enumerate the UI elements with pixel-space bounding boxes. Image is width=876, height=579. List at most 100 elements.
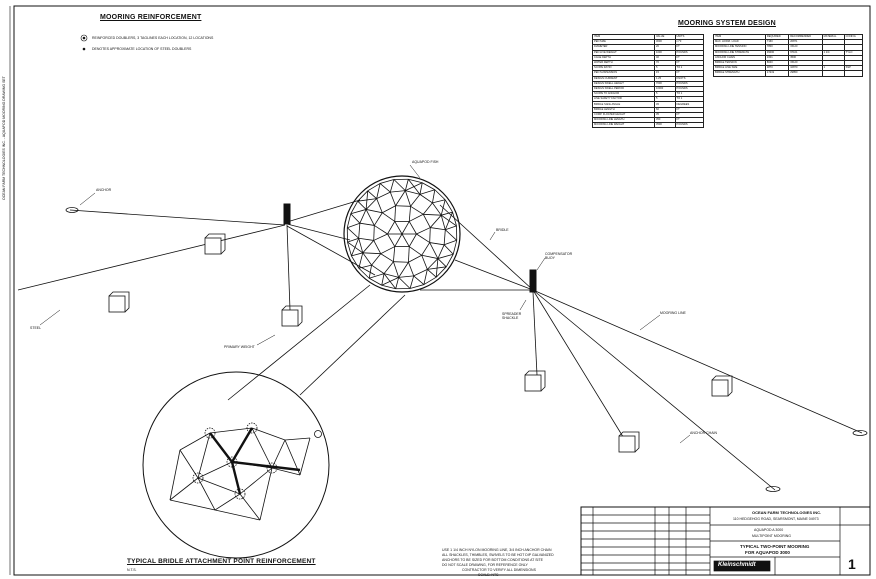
sphere-strut [368,265,372,279]
sphere-strut [389,179,395,193]
mooring-system-design-heading: MOORING SYSTEM DESIGN [678,20,776,27]
table-cell: 17219 [764,70,790,77]
sphere-strut [347,241,352,257]
table-cell [821,70,845,77]
table-cell: BRIDLE STRENGTH [713,70,766,77]
sphere-strut [379,183,391,193]
weight-block [281,305,303,327]
sphere-strut [358,252,364,269]
weight-block [204,233,226,255]
weight-block [524,370,546,392]
detail-strut [209,427,253,434]
sphere-strut [429,214,442,228]
detail-strut [299,437,311,476]
sphere-strut [359,209,367,224]
weight-block [618,431,640,453]
sphere-strut [394,205,396,222]
sphere-strut [358,264,372,269]
sphere-strut [401,233,410,247]
sphere-strut [404,179,409,191]
sphere-strut [358,238,364,253]
sphere-strut [398,277,411,289]
sphere-strut [423,213,442,216]
title-block-company: OCEAN FARM TECHNOLOGIES INC. [752,510,822,515]
legend-ref-marker [314,430,322,438]
sphere-strut [409,213,424,222]
doubler-marker [192,472,204,484]
sphere-strut [395,190,406,206]
title-block-brand: Kleinschmidt [718,562,756,568]
sphere-strut [383,273,397,289]
sphere-strut [444,211,453,230]
table-cell: 3500 [654,122,676,129]
weight-block [108,291,130,313]
sphere-strut [369,273,385,279]
sphere-strut [401,221,410,235]
note-line: DO NOT SCALE DRAWING, FOR REFERENCE ONLY [442,563,528,567]
sphere-strut [374,225,388,235]
sphere-strut [429,242,439,259]
sphere-strut [441,211,453,216]
callout-anchor-chain: ANCHOR CHAIN [690,431,718,435]
sphere-strut [432,202,442,216]
callout-bridle: BRIDLE [496,228,509,232]
sheet-border [13,5,871,576]
sphere-strut [351,238,360,257]
reinforcement-lines [209,427,301,495]
sphere-strut [421,255,428,270]
detail-heading: TYPICAL BRIDLE ATTACHMENT POINT REINFORC… [127,558,316,565]
sphere-strut [376,183,381,199]
doubler-marker [204,427,216,439]
legend-item-steel: DENOTES APPROXIMATE LOCATION OF STEEL DO… [92,47,192,51]
sphere-strut [410,194,421,207]
sphere-strut [416,227,431,235]
sphere-strut [429,242,445,246]
sphere-strut [365,198,377,210]
buoys [283,203,537,293]
sphere-strut [408,246,410,263]
sphere-strut [366,209,383,214]
table-cell: POUNDS [674,122,705,129]
sheet-number: 1 [848,556,856,572]
anchors [65,207,868,492]
sphere-strut [437,244,445,259]
sphere-strut [419,189,435,195]
detail-strut [197,477,241,495]
doubler-marker [234,488,246,500]
sphere-strut [445,229,458,241]
sphere-strut [367,190,377,199]
leader-lines [39,164,691,444]
sphere-strut [430,227,446,231]
sphere-strut [383,273,399,278]
sphere-strut [351,255,360,269]
sphere-strut [359,222,375,226]
sphere-strut [346,213,352,228]
sphere-strut [373,240,382,254]
sphere-strut [398,262,409,278]
side-margin-text: OCEAN FARM TECHNOLOGIES INC. - AQUAPOD M… [2,76,6,200]
sphere-strut [444,239,457,246]
sphere-strut [413,268,428,277]
callout-anchor-left: ANCHOR [96,188,112,192]
sphere-strut [387,221,396,235]
detail-strut [214,493,241,511]
title-block-project1: AQUAPOD A 3000 [754,528,784,532]
sphere-strut [367,183,381,192]
sphere-strut [381,284,396,290]
detail-strut [169,499,216,511]
sphere-strut [452,211,457,227]
sphere-strut [368,277,382,286]
sphere-strut [427,258,439,270]
sphere-strut [440,215,446,230]
sphere-strut [350,213,361,224]
legend-item-doublers: REINFORCED DOUBLERS, 3 TAGLINES EACH LOC… [92,36,214,40]
detail-strut [197,432,211,479]
sphere-strut [376,191,391,200]
title-block-project2: MULTIPOINT MOORING [752,534,791,538]
sphere-strut [437,253,454,259]
note-line: CONTRACTOR TO VERIFY ALL DIMENSIONS [462,568,536,572]
sphere-strut [423,276,437,285]
sphere-strut [422,214,431,228]
detail-strut [214,509,261,521]
